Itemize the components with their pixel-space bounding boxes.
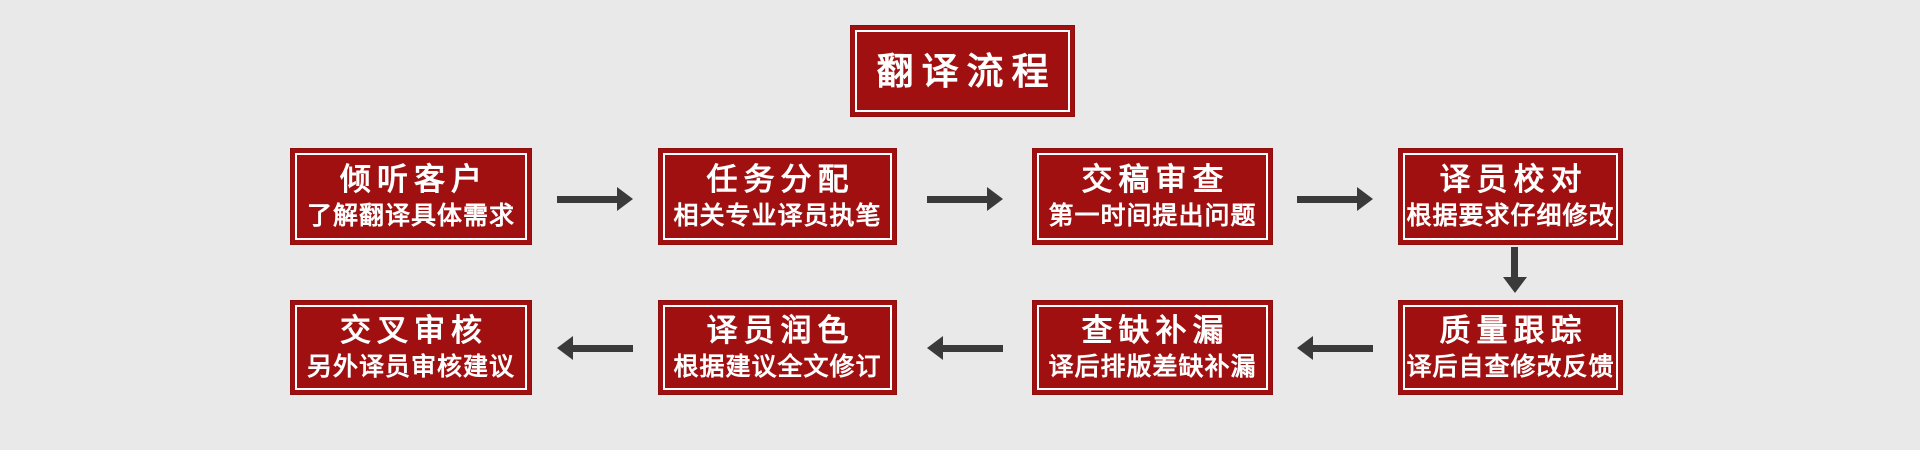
flow-step-listen-customer: 倾听客户 了解翻译具体需求 xyxy=(290,148,532,245)
step-subtitle: 根据要求仔细修改 xyxy=(1406,202,1615,230)
step-title: 查缺补漏 xyxy=(1081,313,1230,348)
arrow-shaft xyxy=(1511,247,1518,278)
step-subtitle: 译后自查修改反馈 xyxy=(1406,353,1615,381)
step-subtitle: 译后排版差缺补漏 xyxy=(1048,353,1257,381)
arrow-shaft xyxy=(927,196,987,203)
page-title: 翻译流程 xyxy=(876,50,1057,92)
step-subtitle: 第一时间提出问题 xyxy=(1048,202,1257,230)
arrow-shaft xyxy=(557,196,617,203)
arrow-head xyxy=(927,336,943,360)
step-title: 交叉审核 xyxy=(340,313,488,348)
arrow-head xyxy=(1503,277,1527,293)
flow-step-cross-review: 交叉审核 另外译员审核建议 xyxy=(290,300,532,395)
arrow-shaft xyxy=(943,345,1003,352)
step-subtitle: 根据建议全文修订 xyxy=(673,353,882,381)
arrow-left-icon xyxy=(1297,336,1373,360)
flow-step-translator-polishing: 译员润色 根据建议全文修订 xyxy=(658,300,897,395)
step-title: 倾听客户 xyxy=(340,162,488,197)
flow-step-quality-tracking: 质量跟踪 译后自查修改反馈 xyxy=(1398,300,1623,395)
step-subtitle: 相关专业译员执笔 xyxy=(673,202,882,230)
arrow-shaft xyxy=(1297,196,1357,203)
arrow-right-icon xyxy=(1297,187,1373,211)
arrow-head xyxy=(1357,187,1373,211)
arrow-shaft xyxy=(573,345,633,352)
flowchart-title-box-inner: 翻译流程 xyxy=(855,30,1070,112)
flow-step-check-fill-gaps: 查缺补漏 译后排版差缺补漏 xyxy=(1032,300,1273,395)
step-subtitle: 了解翻译具体需求 xyxy=(306,202,515,230)
step-title: 任务分配 xyxy=(706,162,855,197)
arrow-left-icon xyxy=(927,336,1003,360)
step-subtitle: 另外译员审核建议 xyxy=(306,353,515,381)
step-title: 质量跟踪 xyxy=(1439,313,1588,348)
arrow-down-icon xyxy=(1503,247,1527,293)
arrow-head xyxy=(617,187,633,211)
arrow-shaft xyxy=(1313,345,1373,352)
step-title: 译员润色 xyxy=(706,313,855,348)
flow-step-manuscript-review: 交稿审查 第一时间提出问题 xyxy=(1032,148,1273,245)
flow-step-translator-proofreading: 译员校对 根据要求仔细修改 xyxy=(1398,148,1623,245)
arrow-right-icon xyxy=(557,187,633,211)
arrow-right-icon xyxy=(927,187,1003,211)
step-title: 译员校对 xyxy=(1439,162,1588,197)
flow-step-task-assignment: 任务分配 相关专业译员执笔 xyxy=(658,148,897,245)
arrow-left-icon xyxy=(557,336,633,360)
arrow-head xyxy=(557,336,573,360)
arrow-head xyxy=(987,187,1003,211)
step-title: 交稿审查 xyxy=(1081,162,1230,197)
flowchart-title-box: 翻译流程 xyxy=(850,25,1075,117)
arrow-head xyxy=(1297,336,1313,360)
